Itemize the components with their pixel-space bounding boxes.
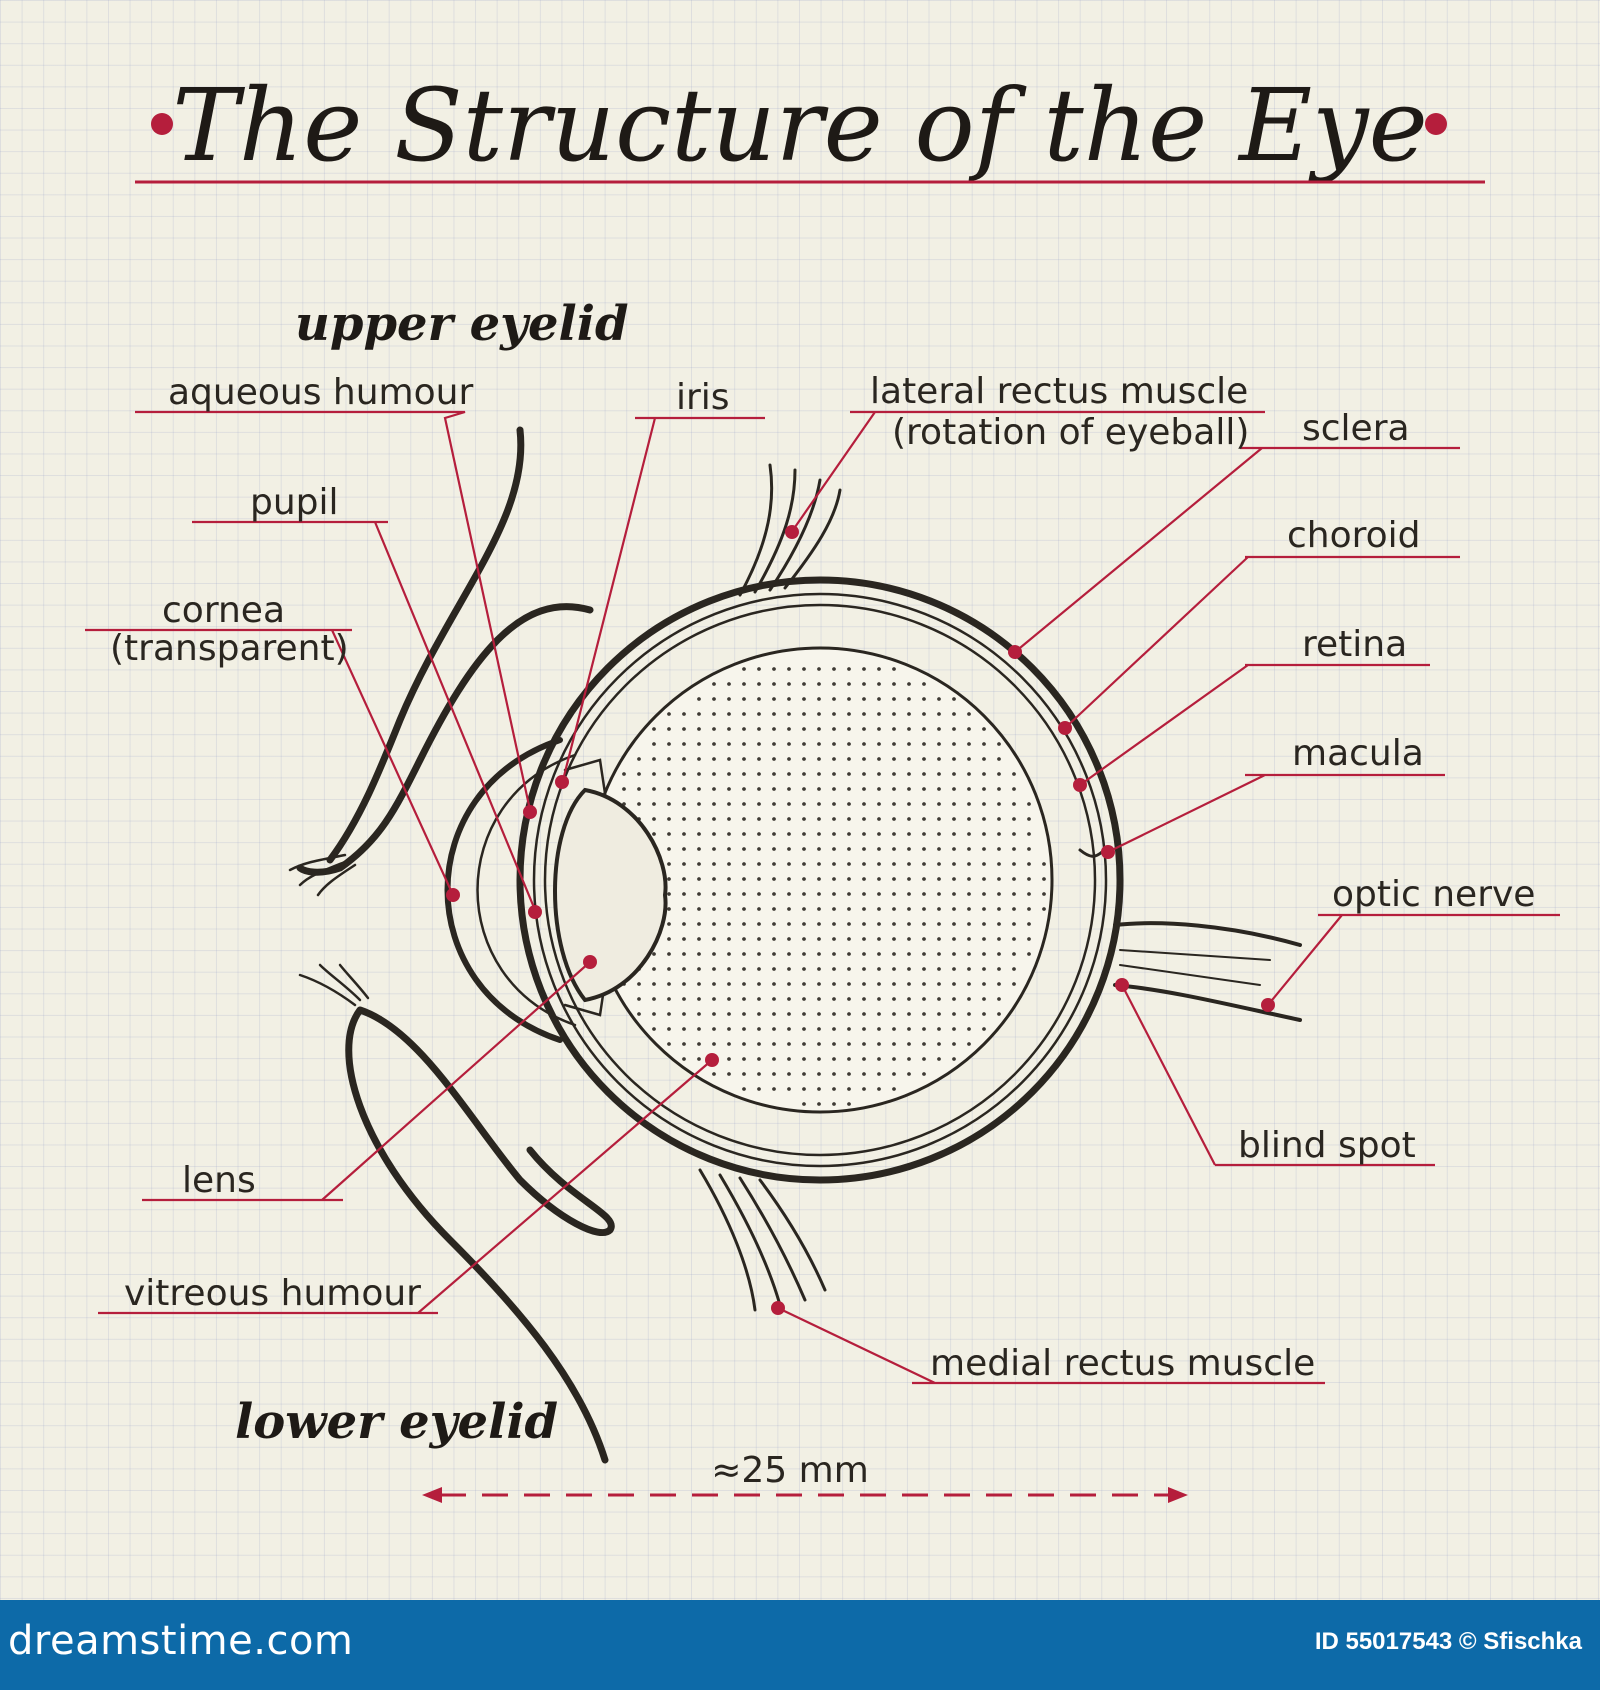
cornea-outline [444,737,563,1043]
dot-vitreous-humour [705,1053,719,1067]
leader-pupil [192,520,537,911]
lens-outline [553,787,668,1003]
footer-credit: ID 55017543 © Sfischka [1314,1628,1582,1655]
dot-optic-nerve [1261,998,1275,1012]
lower-eyelid-shape [345,1006,615,1464]
aqueous-humour-label: aqueous humour [168,372,473,413]
leader-blind-spot [1121,984,1435,1167]
watermark-footer: dreamstime.com ID 55017543 © Sfischka [0,1600,1600,1690]
retina-outline [543,603,1097,1157]
macula-label: macula [1292,733,1424,774]
leader-aqueous-humour [135,410,532,811]
cornea-note: (transparent) [110,628,349,669]
leader-lens [142,961,591,1202]
leader-vitreous-humour [98,1059,713,1315]
dot-retina [1073,778,1087,792]
macula-notch [1078,848,1104,858]
sclera-outline [516,576,1124,1184]
leader-retina [1079,663,1430,786]
leader-choroid [1064,555,1460,729]
eye-diagram: The Structure of the Eye [85,67,1560,1503]
leader-cornea [85,628,455,896]
lateral-rectus-label: lateral rectus muscle [870,371,1248,412]
dot-cornea [446,888,460,902]
leader-macula [1107,773,1445,853]
lateral-rectus-fibers [738,463,842,597]
vitreous-humour-label: vitreous humour [124,1273,421,1314]
dot-blind-spot [1115,978,1129,992]
iris-label: iris [676,377,730,418]
upper-eyelid-label: upper eyelid [295,296,629,352]
dot-macula [1101,845,1115,859]
vitreous-dot-texture [622,667,1046,1106]
footer-logo[interactable]: dreamstime.com [8,1618,354,1664]
leader-optic-nerve [1267,913,1560,1006]
title: The Structure of the Eye [172,67,1428,184]
medial-rectus-fibers [698,1168,827,1312]
dot-sclera [1008,645,1022,659]
choroid-outline [532,592,1108,1168]
upper-eyelid-shape [296,426,594,876]
title-bullet-right [1425,113,1447,135]
lower-eyelid-label: lower eyelid [235,1394,558,1450]
medial-rectus-label: medial rectus muscle [930,1343,1315,1384]
pupil-label: pupil [250,482,339,523]
dot-lateral-rectus [785,525,799,539]
dot-iris [555,775,569,789]
eyeball [288,426,1302,1464]
lens-label: lens [182,1160,256,1201]
sclera-label: sclera [1302,408,1410,449]
leader-medial-rectus [777,1307,1325,1385]
optic-nerve-fibers [1119,949,1271,986]
dot-choroid [1058,721,1072,735]
dot-pupil [528,905,542,919]
optic-nerve-bottom [1113,983,1302,1022]
lateral-rectus-note: (rotation of eyeball) [892,412,1249,453]
leader-lateral-rectus [792,410,1265,531]
cornea-label: cornea [162,590,285,631]
leader-sclera [1014,446,1460,653]
iris-upper [563,758,608,802]
scale-label: ≈25 mm [711,1450,869,1491]
blind-spot-label: blind spot [1238,1125,1416,1166]
cornea-inner [476,753,577,1027]
title-bullet-left [151,113,173,135]
retina-label: retina [1302,624,1407,665]
upper-eyelashes [288,853,357,897]
dot-lens [583,955,597,969]
scale-arrow-right [1168,1487,1188,1503]
choroid-label: choroid [1287,515,1421,556]
optic-nerve-top [1113,921,1302,947]
leader-iris [561,416,765,781]
optic-nerve-label: optic nerve [1332,874,1535,915]
dot-medial-rectus [771,1301,785,1315]
lower-eyelashes [298,963,370,1007]
dot-aqueous-humour [523,805,537,819]
leader-lines [85,410,1560,1385]
scale-arrow-left [422,1487,442,1503]
diagram-sheet: The Structure of the Eye [0,0,1600,1600]
marker-dots [446,525,1275,1315]
